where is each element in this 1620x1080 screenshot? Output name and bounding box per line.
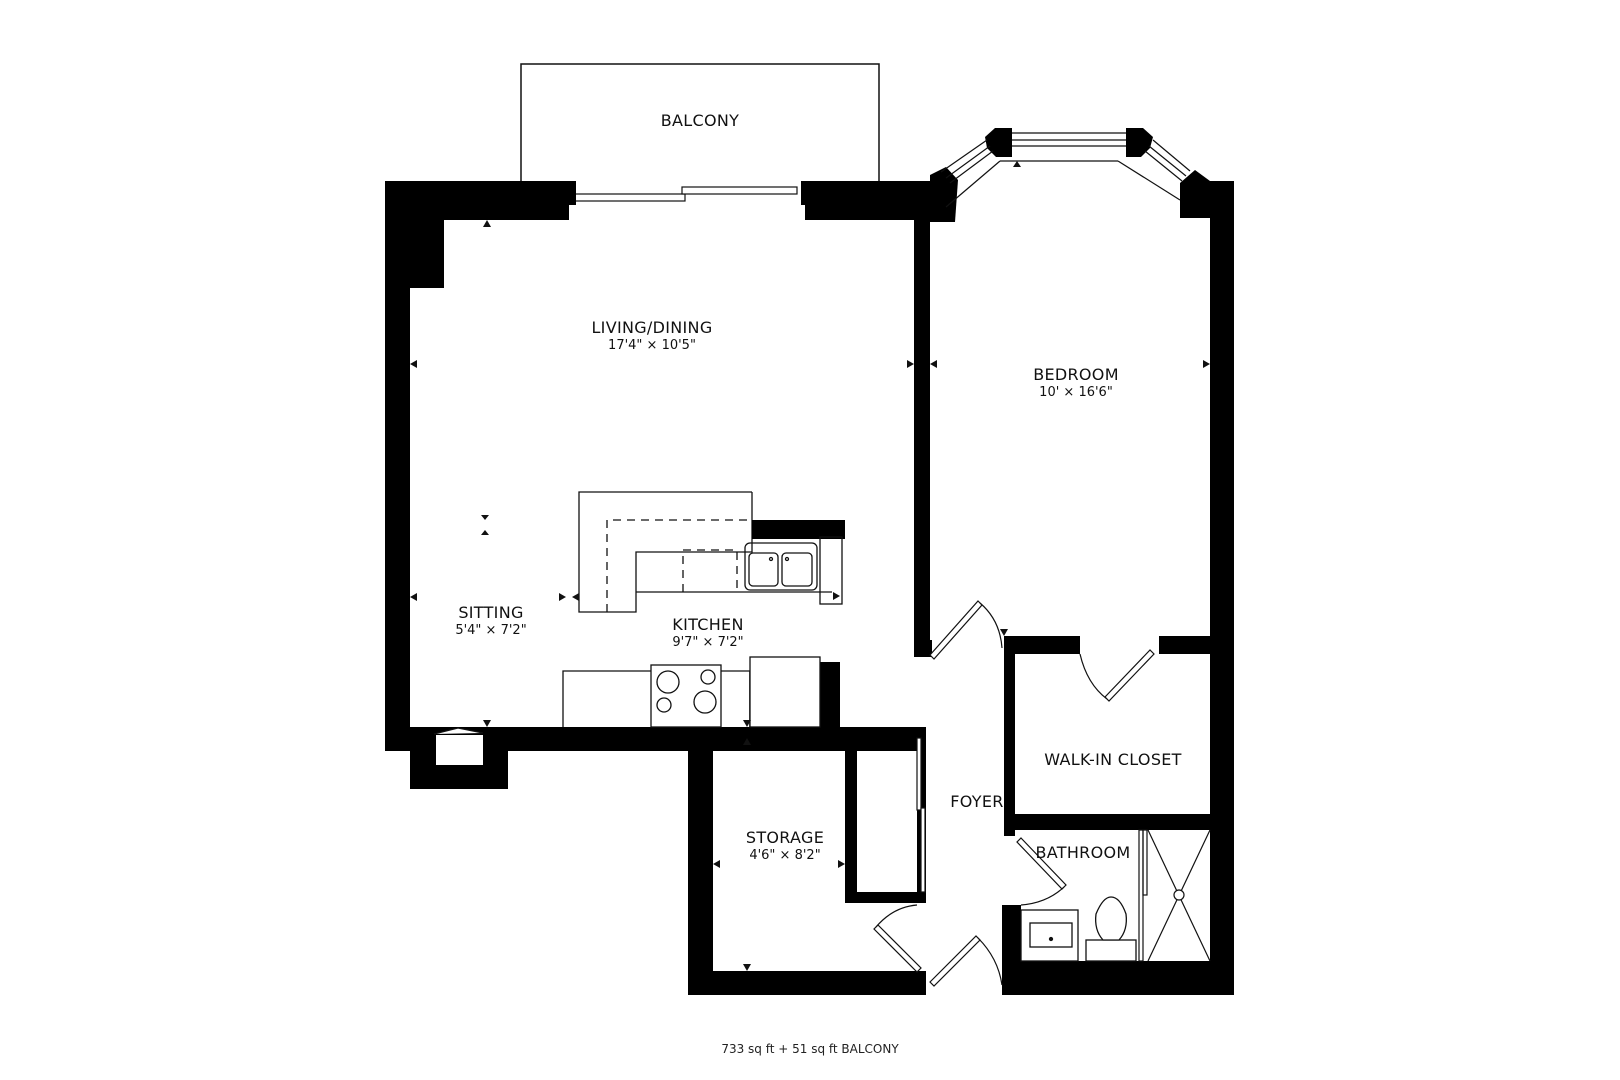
bathroom-vanity (1020, 909, 1079, 962)
room-name: KITCHEN (672, 615, 744, 634)
room-name: BALCONY (660, 111, 740, 130)
room-name: FOYER (950, 792, 1004, 811)
room-name: SITTING (458, 603, 524, 622)
area-summary: 733 sq ft + 51 sq ft BALCONY (721, 1042, 899, 1056)
dimension-markers (410, 161, 1210, 971)
room-kitchen: KITCHEN 9'7" × 7'2" (672, 615, 743, 650)
room-dimensions: 9'7" × 7'2" (672, 635, 744, 650)
room-name: BEDROOM (1033, 365, 1119, 384)
room-dimensions: 10' × 16'6" (1039, 385, 1113, 400)
balcony-outline (520, 63, 880, 181)
room-name: WALK-IN CLOSET (1044, 750, 1182, 769)
room-dimensions: 17'4" × 10'5" (608, 338, 696, 353)
room-dimensions: 5'4" × 7'2" (455, 623, 527, 638)
room-name: LIVING/DINING (591, 318, 713, 337)
room-bathroom: BATHROOM (1036, 843, 1131, 862)
bay-window (940, 132, 1191, 208)
toilet-icon (1085, 896, 1137, 962)
stove-icon (650, 664, 722, 728)
room-name: STORAGE (745, 828, 825, 847)
room-foyer: FOYER (950, 792, 1003, 811)
sliding-door (574, 186, 798, 202)
room-name: BATHROOM (1035, 843, 1131, 862)
niche (433, 727, 484, 765)
room-bedroom: BEDROOM 10' × 16'6" (1033, 365, 1119, 400)
walls (385, 128, 1234, 995)
room-storage: STORAGE 4'6" × 8'2" (746, 828, 824, 863)
room-dimensions: 4'6" × 8'2" (749, 848, 821, 863)
room-balcony: BALCONY (661, 111, 739, 130)
room-living-dining: LIVING/DINING 17'4" × 10'5" (591, 318, 712, 353)
room-sitting: SITTING 5'4" × 7'2" (455, 603, 526, 638)
kitchen-counter (562, 656, 821, 728)
kitchen-island (578, 491, 845, 613)
room-walk-in-closet: WALK-IN CLOSET (1044, 750, 1182, 769)
shower (1138, 829, 1211, 962)
sink-icon (744, 542, 818, 591)
doors (873, 600, 1155, 987)
